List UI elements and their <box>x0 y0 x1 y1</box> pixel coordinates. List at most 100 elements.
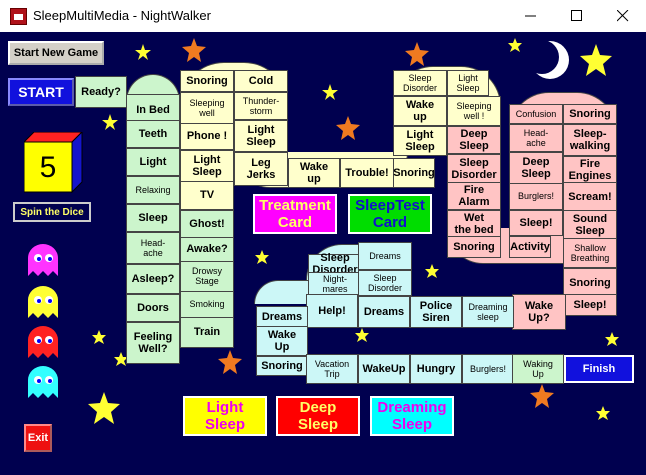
star-icon <box>425 264 439 278</box>
board-square: Light Sleep <box>180 150 234 182</box>
window-title: SleepMultiMedia - NightWalker <box>33 8 211 23</box>
dice[interactable] <box>24 132 86 194</box>
board-square: Police Siren <box>410 296 462 328</box>
orange-star-icon <box>336 116 360 140</box>
board-square: Light Sleep <box>447 70 489 96</box>
board-square: Sleep Disorder <box>393 70 447 96</box>
board-square: Scream! <box>563 182 617 212</box>
board-square: Sleep! <box>563 294 617 316</box>
minimize-button[interactable] <box>508 0 554 32</box>
board-square: Dreams <box>358 242 412 270</box>
track-arc <box>254 280 310 304</box>
board-square: Confusion <box>509 104 563 124</box>
board-square: Cold <box>234 70 288 92</box>
board-square: Leg Jerks <box>234 152 288 186</box>
board-square: Light <box>126 148 180 176</box>
treatment-card-button[interactable]: Treatment Card <box>253 194 337 234</box>
board-square: Sleep <box>126 204 180 232</box>
board-square: Dreams <box>358 296 410 328</box>
board-square: Fire Engines <box>563 156 617 184</box>
star-icon <box>605 332 619 346</box>
star-icon <box>92 330 106 344</box>
star-icon <box>596 406 610 420</box>
board-square: Sleep Disorder <box>358 270 412 296</box>
board-square: Ghost! <box>180 210 234 238</box>
board-square: Wake up <box>393 96 447 126</box>
board-square: Feeling Well? <box>126 322 180 364</box>
exit-button[interactable]: Exit <box>24 424 52 452</box>
finish-button[interactable]: Finish <box>564 355 634 383</box>
board-square: Light Sleep <box>393 126 447 156</box>
board-square: Phone ! <box>180 122 234 150</box>
board-square: Deep Sleep <box>509 152 563 184</box>
orange-star-icon <box>182 38 206 62</box>
board-square: Trouble! <box>340 158 394 188</box>
board-square: Thunder- storm <box>234 92 288 120</box>
board-square: Vacation Trip <box>306 354 358 384</box>
board-square: Deep Sleep <box>447 126 501 154</box>
orange-star-icon <box>405 42 429 66</box>
cyan-ghost-icon <box>28 366 58 398</box>
board-square: Dreams <box>256 306 308 328</box>
minimize-icon <box>525 15 536 17</box>
board-square: Sleeping well ! <box>447 96 501 126</box>
moon-icon <box>530 40 569 79</box>
star-icon <box>255 250 269 264</box>
board-square: Night- mares <box>308 272 362 296</box>
board-square: Drowsy Stage <box>180 260 234 292</box>
star-icon <box>88 392 120 424</box>
star-icon <box>135 44 151 60</box>
board-square: Snoring <box>256 356 308 376</box>
legend-deep-sleep: Deep Sleep <box>276 396 360 436</box>
dice-value: 5 <box>39 150 57 184</box>
board-square: Wake Up? <box>512 294 566 330</box>
board-square: Snoring <box>563 104 617 124</box>
board-square: Waking Up <box>512 354 564 384</box>
board-square: Burglers! <box>509 182 563 210</box>
board-square: Light Sleep <box>234 120 288 152</box>
board-square: Dreaming sleep <box>462 296 514 328</box>
spin-dice-button[interactable]: Spin the Dice <box>13 202 91 222</box>
board-square: Snoring <box>447 236 501 258</box>
board-square: Smoking <box>180 290 234 318</box>
board-square: Ready? <box>75 76 127 108</box>
close-button[interactable] <box>600 0 646 32</box>
legend-light-sleep: Light Sleep <box>183 396 267 436</box>
board-square: Train <box>180 316 234 348</box>
app-icon <box>10 8 27 25</box>
star-icon <box>508 38 522 52</box>
orange-star-icon <box>218 350 242 374</box>
board-square: WakeUp <box>358 354 410 384</box>
board-square: Relaxing <box>126 176 180 204</box>
board-square: Help! <box>306 294 358 328</box>
board-square: Sleep Disorder <box>447 154 501 184</box>
board-square: Sleep! <box>509 210 563 236</box>
star-icon <box>322 84 338 100</box>
orange-star-icon <box>530 384 554 408</box>
board-square: Sleep- walking <box>563 124 617 156</box>
title-bar: SleepMultiMedia - NightWalker <box>0 0 646 32</box>
board-square: Snoring <box>563 268 617 298</box>
maximize-button[interactable] <box>554 0 600 32</box>
star-icon <box>114 352 128 366</box>
magenta-ghost-icon <box>28 244 58 276</box>
legend-dreaming-sleep: Dreaming Sleep <box>370 396 454 436</box>
board-square: Shallow Breathing <box>563 238 617 268</box>
board-square: Burglers! <box>462 354 514 384</box>
board-square: Head- ache <box>126 232 180 264</box>
board-square: Snoring <box>180 70 234 92</box>
board-square: Hungry <box>410 354 462 384</box>
sleeptest-card-button[interactable]: SleepTest Card <box>348 194 432 234</box>
board-square: Sound Sleep <box>563 210 617 240</box>
start-new-game-button[interactable]: Start New Game <box>8 41 104 65</box>
board-square: Teeth <box>126 120 180 148</box>
star-icon <box>355 328 369 342</box>
start-button[interactable]: START <box>8 78 74 106</box>
board-square: TV <box>180 180 234 210</box>
maximize-icon <box>571 10 582 21</box>
star-icon <box>102 114 118 130</box>
board-square: Wet the bed <box>447 210 501 238</box>
red-ghost-icon <box>28 326 58 358</box>
